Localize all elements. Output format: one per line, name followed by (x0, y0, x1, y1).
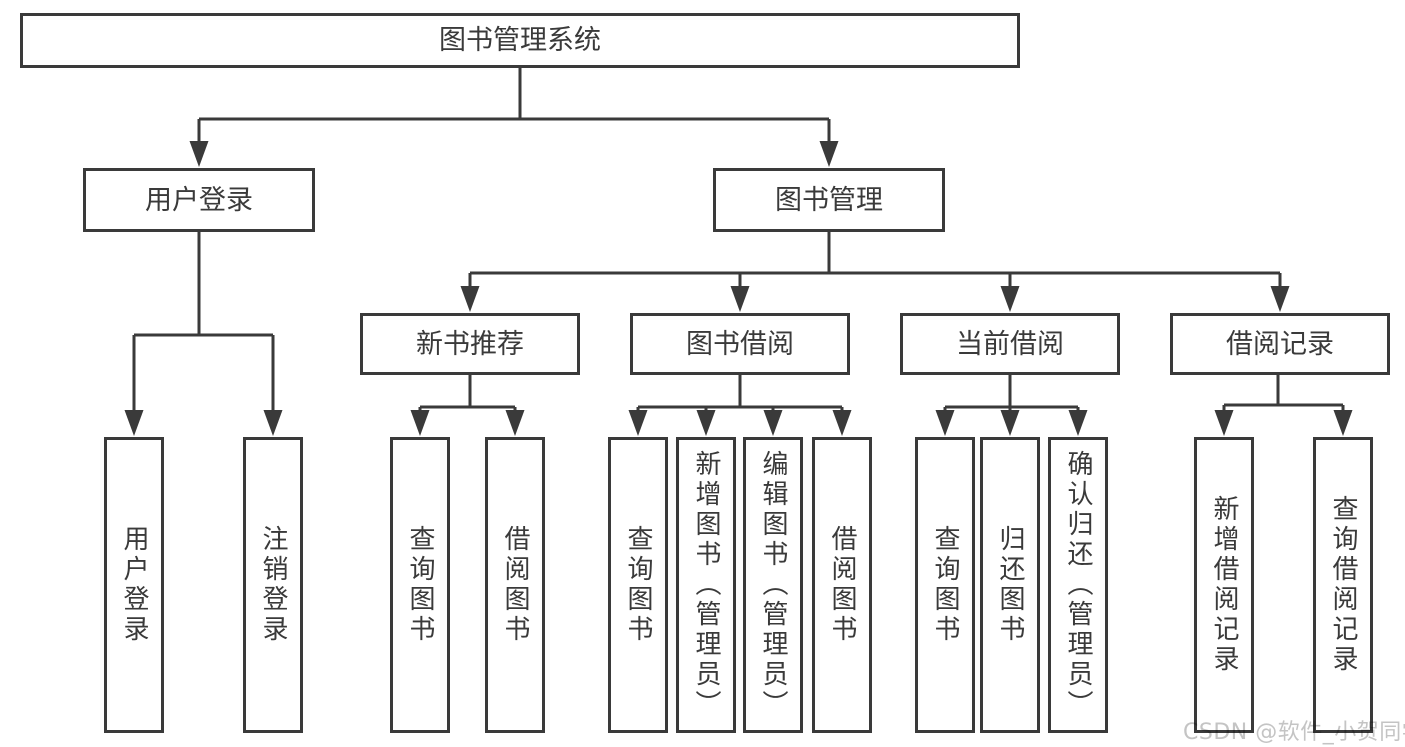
node-book-management-label: 图书管理 (775, 184, 883, 216)
leaf-add-books-admin: 新增图书（管理员） (676, 437, 736, 733)
leaf-return-books: 归还图书 (980, 437, 1040, 733)
node-root-label: 图书管理系统 (439, 25, 601, 56)
node-new-book-recommend: 新书推荐 (360, 313, 580, 375)
node-user-login-label: 用户登录 (145, 184, 253, 216)
leaf-query-books-newbook-label: 查询图书 (405, 525, 435, 645)
leaf-add-borrow-record-label: 新增借阅记录 (1209, 495, 1239, 675)
leaf-confirm-return-admin-label: 确认归还（管理员） (1063, 450, 1093, 720)
leaf-query-books-borrowing-label: 查询图书 (623, 525, 653, 645)
leaf-user-login-label: 用户登录 (119, 525, 149, 645)
leaf-borrow-books-newbook-label: 借阅图书 (500, 525, 530, 645)
leaf-borrow-books-borrowing: 借阅图书 (812, 437, 872, 733)
leaf-logout-label: 注销登录 (258, 525, 288, 645)
leaf-query-borrow-record: 查询借阅记录 (1313, 437, 1373, 733)
leaf-query-books-current-label: 查询图书 (930, 525, 960, 645)
leaf-return-books-label: 归还图书 (995, 525, 1025, 645)
leaf-logout: 注销登录 (243, 437, 303, 733)
leaf-query-books-borrowing: 查询图书 (608, 437, 668, 733)
node-borrowing-records: 借阅记录 (1170, 313, 1390, 375)
leaf-confirm-return-admin: 确认归还（管理员） (1048, 437, 1108, 733)
leaf-borrow-books-borrowing-label: 借阅图书 (827, 525, 857, 645)
node-book-borrowing: 图书借阅 (630, 313, 850, 375)
leaf-edit-books-admin-label: 编辑图书（管理员） (758, 450, 788, 720)
leaf-query-books-newbook: 查询图书 (390, 437, 450, 733)
node-current-borrowing-label: 当前借阅 (956, 328, 1064, 360)
node-book-management: 图书管理 (713, 168, 945, 232)
leaf-query-borrow-record-label: 查询借阅记录 (1328, 495, 1358, 675)
leaf-query-books-current: 查询图书 (915, 437, 975, 733)
node-book-borrowing-label: 图书借阅 (686, 328, 794, 360)
arrowheads (124, 141, 1353, 436)
node-current-borrowing: 当前借阅 (900, 313, 1120, 375)
node-root: 图书管理系统 (20, 13, 1020, 68)
leaf-add-books-admin-label: 新增图书（管理员） (691, 450, 721, 720)
leaf-edit-books-admin: 编辑图书（管理员） (743, 437, 803, 733)
leaf-borrow-books-newbook: 借阅图书 (485, 437, 545, 733)
leaf-add-borrow-record: 新增借阅记录 (1194, 437, 1254, 733)
csdn-watermark: CSDN @软件_小贺同学 (1183, 720, 1405, 745)
node-new-book-recommend-label: 新书推荐 (416, 328, 524, 360)
node-borrowing-records-label: 借阅记录 (1226, 328, 1334, 360)
leaf-user-login: 用户登录 (104, 437, 164, 733)
node-user-login: 用户登录 (83, 168, 315, 232)
